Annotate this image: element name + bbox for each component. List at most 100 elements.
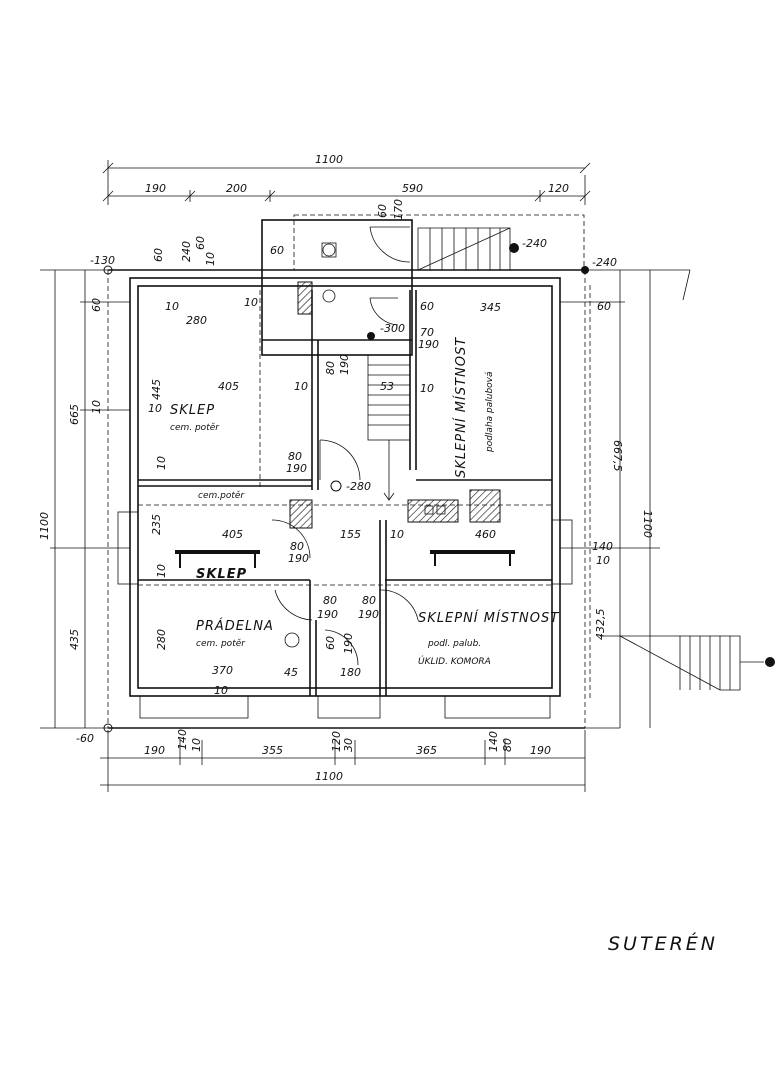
dim-10-a: 10 [204, 252, 217, 266]
beams [175, 550, 515, 568]
room-pradelna-floor: cem. potěr [196, 638, 246, 649]
dim-155: 155 [340, 528, 361, 541]
dim-280-a: 280 [186, 314, 207, 327]
dim-10-f: 10 [214, 684, 228, 697]
dim-190-a: 190 [288, 552, 309, 565]
exterior-stair-right [600, 635, 764, 691]
level-center: -280 [346, 480, 371, 493]
dim-80-c: 80 [362, 594, 376, 607]
dim-60-a: 60 [152, 248, 165, 262]
dim-45: 45 [284, 666, 298, 679]
dim-left-2: 435 [68, 629, 81, 650]
level-bottom-left: -60 [76, 732, 94, 745]
dim-bottom-5: 120 [330, 731, 343, 752]
dim-445: 445 [150, 379, 163, 400]
room-pradelna: PRÁDELNA [196, 618, 274, 634]
dim-370: 370 [212, 664, 233, 677]
dim-left-4: 10 [90, 400, 103, 414]
left-dimension-lines [40, 269, 130, 729]
dim-60-b: 60 [194, 236, 207, 250]
dim-190-f: 190 [418, 338, 439, 351]
dim-190-b: 190 [317, 608, 338, 621]
bottom-dimension-lines [100, 730, 586, 792]
dim-bottom-6: 30 [342, 738, 355, 752]
dim-10-c: 10 [294, 380, 308, 393]
level-marker-right-top [581, 266, 589, 274]
dim-bottom-2: 140 [176, 729, 189, 750]
room-sklepni-bottom-floor: podl. palub. [427, 639, 481, 649]
dim-top-1: 190 [145, 182, 166, 195]
room-sklep-mid: SKLEP [196, 567, 247, 582]
dim-60-c: 60 [376, 204, 389, 218]
dim-240: 240 [180, 241, 193, 262]
interior-walls [117, 290, 573, 719]
door-swings [271, 439, 419, 666]
dim-280-b: 280 [155, 629, 168, 650]
dim-190-e: 190 [338, 354, 351, 375]
dim-left-3: 60 [90, 298, 103, 312]
outer-walls [107, 269, 591, 729]
dim-80-e: 80 [288, 450, 302, 463]
sheet-title: SUTERÉN [608, 932, 718, 955]
dim-right-total: 1100 [641, 510, 654, 538]
dim-60-f: 60 [324, 636, 337, 650]
dim-left-5: 10 [155, 456, 168, 470]
level-markers [103, 243, 775, 733]
dim-left-total: 1100 [38, 512, 51, 540]
room-sklepni-top-floor: podlaha palubová [485, 371, 495, 453]
room-sklep-top-floor: cem. potěr [170, 422, 220, 433]
level-marker-bottom-left [103, 723, 113, 733]
dim-top-2: 200 [226, 182, 247, 195]
dim-80-b: 80 [323, 594, 337, 607]
dim-bottom-8: 140 [487, 731, 500, 752]
dim-10-g: 10 [165, 300, 179, 313]
level-right-top-inner: -240 [522, 237, 547, 250]
dim-70: 70 [420, 326, 434, 339]
dim-53: 53 [380, 380, 394, 393]
dim-right-2: 432,5 [594, 609, 607, 641]
exterior-stair-top [417, 227, 511, 271]
right-dimension-lines [560, 269, 691, 729]
level-marker-stair [367, 332, 375, 340]
dim-80-a: 80 [290, 540, 304, 553]
dim-bottom-9: 80 [501, 738, 514, 752]
dim-60-e: 60 [420, 300, 434, 313]
dim-60-d: 60 [270, 244, 284, 257]
dim-10-i: 10 [148, 402, 162, 415]
level-stair-top: -300 [380, 322, 405, 335]
dim-bottom-4: 355 [262, 744, 283, 757]
dim-190-d: 190 [342, 633, 355, 654]
dim-190-g: 190 [286, 462, 307, 475]
dim-bottom-7: 365 [416, 744, 437, 757]
dim-10-h: 10 [420, 382, 434, 395]
dim-405-a: 405 [218, 380, 239, 393]
room-sklepni-top: SKLEPNÍ MÍSTNOST [453, 337, 469, 478]
level-right-top: -240 [592, 256, 617, 269]
dim-180: 180 [340, 666, 361, 679]
room-sklepni-bottom-extra: ÚKLID. KOMORA [418, 655, 491, 667]
dim-190-c: 190 [358, 608, 379, 621]
top-dimension-lines [102, 160, 591, 205]
dim-top-3: 590 [402, 182, 423, 195]
level-marker-left-top [103, 265, 113, 275]
room-sklep-mid-floor: cem.potěr [198, 490, 245, 501]
dim-right-3: 60 [597, 300, 611, 313]
dim-10-e: 10 [390, 528, 404, 541]
dim-right-5: 10 [596, 554, 610, 567]
dim-right-1: 667,5 [611, 440, 624, 472]
dim-bottom-total: 1100 [315, 770, 343, 783]
dim-bottom-1: 190 [144, 744, 165, 757]
dim-405-b: 405 [222, 528, 243, 541]
room-sklepni-bottom: SKLEPNÍ MÍSTNOST [418, 610, 559, 626]
dim-bottom-10: 190 [530, 744, 551, 757]
dim-bottom-3: 10 [190, 738, 203, 752]
chimney-blocks [289, 489, 501, 529]
room-sklep-top: SKLEP [170, 403, 215, 418]
level-marker-stair-top [509, 243, 519, 253]
level-marker-center [330, 480, 342, 492]
dim-235: 235 [150, 514, 163, 535]
dim-top-4: 120 [548, 182, 569, 195]
dim-80-d: 80 [324, 361, 337, 375]
level-marker-exterior [765, 657, 775, 667]
